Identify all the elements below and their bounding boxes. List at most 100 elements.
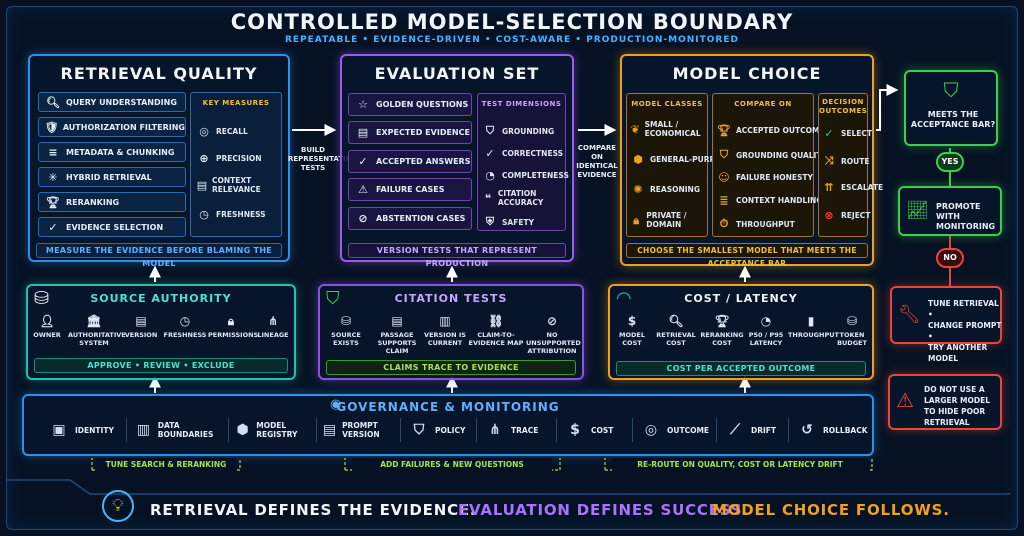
eval-item-failure: ⚠︎FAILURE CASES: [348, 178, 472, 201]
growth-chart-icon: 📈︎: [906, 200, 929, 221]
retrieval-item-authorization: 🛡︎AUTHORIZATION FILTERING: [38, 117, 186, 137]
compare-context: ≣CONTEXT HANDLING: [716, 194, 822, 207]
document-check-icon: ▤: [391, 314, 403, 328]
compare-honesty: ☺FAILURE HONESTY: [716, 171, 813, 184]
eye-shield-icon: ◉: [330, 397, 342, 412]
decision-select: ✓SELECT: [821, 127, 872, 140]
pie-icon: ◔: [485, 169, 495, 182]
citation-version-current: ▥VERSION IS CURRENT: [424, 314, 466, 347]
arrow-model-to-decision: [876, 84, 899, 131]
network-icon: ✳︎: [48, 170, 58, 184]
retrieval-item-metadata: ≡METADATA & CHUNKING: [38, 142, 186, 162]
promote-label: PROMOTE WITH MONITORING: [936, 202, 996, 231]
gauge-icon: ◠: [616, 288, 632, 309]
compare-throughput: ⏱︎THROUGHPUT: [716, 217, 795, 231]
measure-freshness: ◷FRESHNESS: [196, 208, 265, 221]
prohibited-icon: ⊘: [546, 314, 558, 328]
clock-icon: ◷: [179, 314, 191, 328]
dim-citation: ❝CITATION ACCURACY: [482, 189, 562, 207]
quote-icon: ❝: [484, 191, 492, 205]
gov-divider: [788, 418, 789, 442]
measure-context: ▤CONTEXT RELEVANCE: [196, 176, 261, 194]
stack-icon: ≣: [719, 194, 729, 207]
database-shield-icon: ⛁: [34, 288, 50, 309]
eval-item-expected: ▤EXPECTED EVIDENCE: [348, 121, 472, 144]
gov-divider: [632, 418, 633, 442]
gov-identity: ▣IDENTITY: [48, 414, 114, 446]
loop-add-failures: ADD FAILURES & NEW QUESTIONS: [352, 458, 552, 472]
decision-route: ⤨ROUTE: [821, 154, 870, 168]
source-lineage: ⋔LINEAGE: [254, 313, 292, 339]
share-icon: ⋔: [267, 314, 279, 328]
test-dimensions-box: TEST DIMENSIONS: [477, 93, 566, 231]
model-title: MODEL CHOICE: [672, 64, 822, 83]
shield-check-icon: ⛉: [413, 421, 425, 438]
cost-token-budget: ⛁TOKEN BUDGET: [834, 313, 870, 347]
check-circle-icon: ✓: [358, 155, 368, 168]
database-icon: ≡: [48, 145, 58, 159]
source-system: 🏛︎AUTHORITATIVE SYSTEM: [68, 314, 126, 347]
gov-outcome: ◎OUTCOME: [640, 414, 709, 446]
measure-precision: ⊕PRECISION: [196, 152, 261, 165]
gov-policy: ⛉POLICY: [408, 414, 466, 446]
shield-check-icon: ⛉: [326, 288, 340, 309]
arrow2-label: COMPARE ON IDENTICAL EVIDENCE: [576, 144, 618, 179]
outer-frame: [6, 6, 1018, 530]
shield-check-icon: ⛉: [719, 148, 729, 161]
cost-retrieval: 🔍︎RETRIEVAL COST: [654, 313, 698, 347]
document-icon: ▤: [357, 126, 369, 139]
map-icon: ⛓︎: [488, 314, 504, 328]
document-icon: ▤: [196, 178, 208, 192]
document-icon: ▤: [135, 314, 147, 328]
gov-model-registry: ⬢MODEL REGISTRY: [234, 414, 314, 446]
database-icon: ⛁: [340, 314, 352, 328]
leaf-icon: ❦: [630, 122, 640, 136]
gov-divider: [126, 418, 127, 442]
citation-claim-map: ⛓︎CLAIM-TO-EVIDENCE MAP: [468, 314, 524, 347]
clock-icon: ◷: [199, 208, 209, 221]
trend-icon: ⟋: [730, 421, 740, 438]
dim-completeness: ◔COMPLETENESS: [482, 169, 569, 182]
gov-cost: $COST: [564, 414, 613, 446]
tagline-part-model: MODEL CHOICE FOLLOWS.: [712, 501, 950, 519]
coins-icon: ⛁: [846, 314, 858, 328]
loop-reroute: RE-ROUTE ON QUALITY, COST OR LATENCY DRI…: [612, 458, 868, 472]
person-icon: 👤︎: [39, 314, 55, 328]
warning-icon: ⚠︎: [358, 183, 368, 196]
dim-safety: ⛨SAFETY: [482, 215, 534, 229]
source-authority-title: SOURCE AUTHORITY: [90, 292, 232, 305]
trophy-icon: 🏆︎: [46, 195, 60, 209]
trophy-icon: 🏆︎: [717, 124, 731, 137]
retrieval-item-reranking: 🏆︎RERANKING: [38, 192, 186, 212]
brain-icon: ✺: [633, 183, 643, 196]
retrieval-item-evidence: ✓EVIDENCE SELECTION: [38, 217, 186, 237]
gov-data-boundaries: ▥DATA BOUNDARIES: [134, 414, 226, 446]
gauge-icon: ◔: [760, 314, 772, 328]
decision-outcomes-head: DECISION OUTCOMES: [819, 98, 868, 115]
fix-box: 🔧︎ TUNE RETRIEVAL • CHANGE PROMPT • TRY …: [890, 286, 1002, 363]
dim-correctness: ✓CORRECTNESS: [482, 147, 563, 160]
bars-icon: ▮: [807, 314, 815, 328]
wrench-icon: 🔧︎: [898, 304, 921, 325]
lightbulb-icon: 💡︎: [102, 490, 134, 522]
key-measures-box: KEY MEASURES: [190, 92, 282, 237]
page-title: CONTROLLED MODEL-SELECTION BOUNDARY: [230, 10, 794, 34]
citation-source-exists: ⛁SOURCE EXISTS: [324, 313, 368, 347]
fence-icon: ▥: [136, 421, 150, 438]
gov-divider: [476, 418, 477, 442]
gov-divider: [316, 418, 317, 442]
model-footer: CHOOSE THE SMALLEST MODEL THAT MEETS THE…: [626, 243, 868, 268]
tagline-part-retrieval: RETRIEVAL DEFINES THE EVIDENCE.: [150, 501, 477, 519]
cost-throughput: ▮THROUGHPUT: [788, 314, 839, 339]
cost-latency-p50: ◔P50 / P95 LATENCY: [744, 313, 788, 347]
decision-reject: ⊗REJECT: [821, 209, 870, 222]
speed-icon: ⏱︎: [719, 217, 729, 230]
source-authority-footer: APPROVE • REVIEW • EXCLUDE: [34, 358, 288, 373]
target-icon: ◎: [199, 125, 209, 138]
fix-item-model: TRY ANOTHER MODEL: [928, 343, 988, 363]
rollback-icon: ↺: [801, 421, 813, 438]
person-icon: ☺: [718, 171, 730, 184]
cube-icon: ⬢: [633, 153, 643, 166]
retrieval-footer: MEASURE THE EVIDENCE BEFORE BLAMING THE …: [36, 243, 282, 268]
